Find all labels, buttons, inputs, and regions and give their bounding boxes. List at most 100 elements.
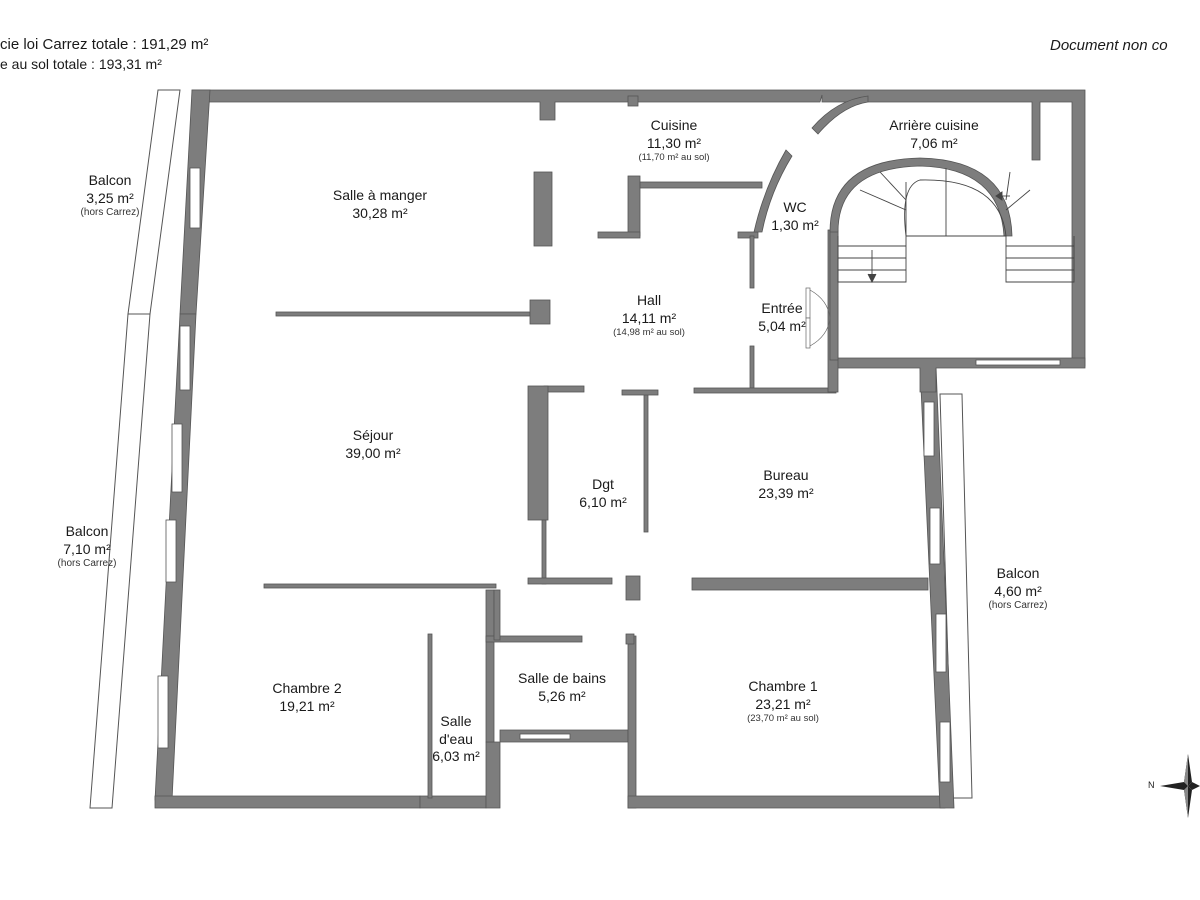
room-name: Bureau: [763, 467, 809, 483]
balcony-note: (hors Carrez): [57, 558, 117, 569]
exterior-wall-top: [191, 89, 1086, 367]
room-area: 7,06 m²: [910, 134, 958, 151]
wall-sejour-chambre: [263, 583, 497, 589]
wall-bath-stub: [493, 589, 501, 641]
wall-bath-top: [485, 635, 583, 643]
window-stair: [975, 359, 1061, 366]
wall-entree-bottom: [693, 387, 837, 394]
balcony-area: 7,10 m²: [63, 540, 111, 557]
room-name: Arrière cuisine: [889, 117, 979, 133]
room-cuisine: Cuisine 11,30 m² (11,70 m² au sol): [638, 117, 709, 164]
wall-hall-pillar: [529, 299, 551, 325]
room-name: Dgt: [592, 476, 614, 492]
window-right-2: [929, 507, 941, 565]
window-left-2: [179, 325, 191, 391]
wall-cuisine-bottom: [597, 231, 641, 239]
wall-cuisine-wc: [639, 181, 763, 189]
wall-dining-pillar: [533, 171, 553, 247]
wall-dgt-bottom: [527, 577, 613, 585]
wall-dgt-top-stub: [621, 389, 659, 396]
exterior-wall-bottom-right: [627, 795, 946, 809]
room-area: 11,30 m²: [646, 134, 702, 151]
wall-curve-cuisine: [811, 95, 869, 135]
room-area: 6,10 m²: [579, 493, 627, 510]
compass-rose: N: [1148, 754, 1200, 825]
room-entree: Entrée 5,04 m²: [758, 300, 805, 335]
wall-bureau-pillar: [625, 575, 641, 601]
room-name: Salle de bains: [518, 670, 606, 686]
room-area: 6,03 m²: [432, 748, 480, 764]
room-salle-a-manger: Salle à manger 30,28 m²: [333, 187, 427, 222]
window-right-3: [935, 613, 947, 673]
exterior-wall-chambre1-left: [627, 635, 637, 809]
room-name: Salle à manger: [332, 187, 428, 203]
window-left-4: [165, 519, 177, 583]
balcony-area: 3,25 m²: [86, 189, 134, 206]
wall-wc-left: [737, 231, 759, 239]
disclaimer-text: Document non co: [1050, 37, 1168, 54]
room-note: (11,70 m² au sol): [638, 152, 710, 163]
wall-dining-sejour: [275, 311, 531, 317]
carrez-total-text: cie loi Carrez totale : 191,29 m²: [0, 36, 209, 53]
compass-north-label: N: [1148, 780, 1155, 790]
room-arriere-cuisine: Arrière cuisine 7,06 m²: [889, 117, 978, 152]
floor-total-text: e au sol totale : 193,31 m²: [0, 56, 162, 72]
wall-hall-left: [543, 385, 585, 393]
room-area: 14,11 m²: [621, 309, 677, 326]
wall-cuisine-top-stub: [627, 95, 639, 107]
room-bureau: Bureau 23,39 m²: [758, 467, 813, 502]
exterior-wall-bottom-left: [154, 795, 421, 809]
wall-chambre1-top: [625, 633, 635, 645]
wall-stair-arc: [829, 157, 1013, 237]
room-area: 1,30 m²: [771, 216, 819, 233]
room-area: 23,39 m²: [758, 484, 814, 501]
room-note: (23,70 m² au sol): [747, 713, 819, 724]
room-name-line-1: Salle: [440, 713, 472, 729]
room-area: 19,21 m²: [279, 697, 335, 714]
wall-dgt-mid: [643, 391, 649, 533]
wall-salle-eau-left: [427, 633, 433, 799]
balcony-1: Balcon 3,25 m² (hors Carrez): [81, 172, 140, 220]
staircase: [837, 168, 1075, 284]
window-left-3: [171, 423, 183, 493]
room-name: Entrée: [761, 300, 803, 316]
wall-bureau-bottom: [691, 577, 929, 591]
window-right-1: [923, 401, 935, 457]
exterior-wall-salle-eau-bottom: [485, 741, 501, 809]
wall-curve-wc: [753, 149, 793, 233]
room-area: 23,21 m²: [755, 695, 811, 712]
window-left-5: [157, 675, 169, 749]
room-dgt: Dgt 6,10 m²: [579, 476, 626, 511]
room-area: 39,00 m²: [345, 444, 401, 461]
room-name: Séjour: [352, 427, 394, 443]
wall-cuisine-left: [627, 175, 641, 237]
room-sejour: Séjour 39,00 m²: [345, 427, 400, 462]
balcony-name: Balcon: [996, 565, 1040, 581]
room-area: 30,28 m²: [352, 204, 408, 221]
room-area: 5,04 m²: [758, 317, 806, 334]
window-bath: [519, 733, 571, 740]
room-name: Hall: [636, 292, 662, 308]
window-right-4: [939, 721, 951, 783]
room-name: Chambre 2: [272, 680, 342, 696]
door-entree: [809, 289, 831, 347]
room-wc: WC 1,30 m²: [771, 199, 818, 234]
room-salle-de-bains: Salle de bains 5,26 m²: [518, 670, 606, 705]
wall-salle-eau-right: [485, 589, 495, 743]
exterior-wall-right-step: [835, 357, 1086, 393]
room-name: Cuisine: [650, 117, 698, 133]
room-name: Chambre 1: [748, 678, 818, 694]
room-name: WC: [783, 199, 807, 215]
room-area: 5,26 m²: [538, 687, 586, 704]
balcony-area: 4,60 m²: [994, 582, 1042, 599]
balcony-3: Balcon 4,60 m² (hors Carrez): [989, 565, 1048, 613]
balcony-note: (hors Carrez): [988, 600, 1048, 611]
room-name-line-2: d'eau: [439, 730, 473, 747]
compass-icon: [1160, 754, 1200, 818]
wall-entree-left: [749, 345, 755, 389]
balcony-note: (hors Carrez): [80, 207, 140, 218]
balcony-outline-2: [89, 313, 151, 809]
room-note: (14,98 m² au sol): [613, 327, 685, 338]
room-hall: Hall 14,11 m² (14,98 m² au sol): [613, 292, 685, 339]
